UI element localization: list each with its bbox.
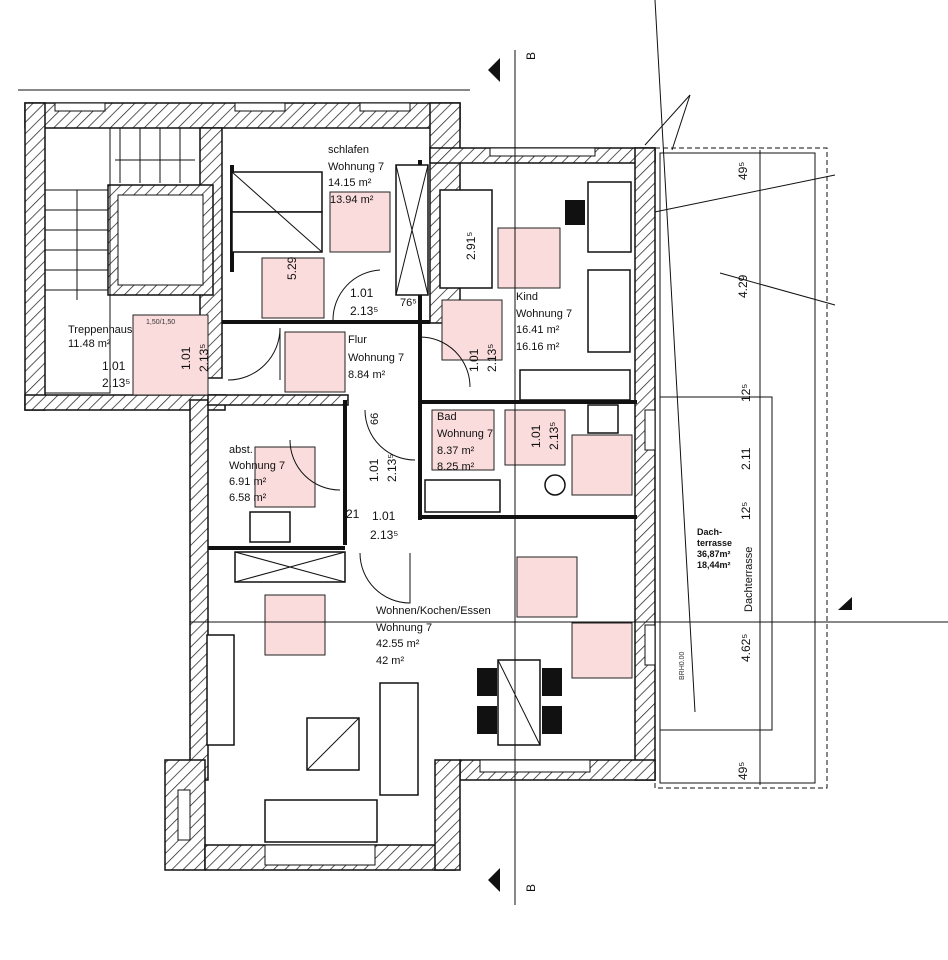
svg-text:1.01: 1.01	[529, 424, 543, 448]
svg-text:2.13⁵: 2.13⁵	[197, 344, 211, 372]
svg-text:Dach-: Dach-	[697, 527, 722, 537]
svg-text:49⁵: 49⁵	[736, 762, 750, 780]
room-abst: abst. Wohnung 7 6.91 m² 6.58 m²	[229, 444, 285, 504]
svg-text:1.01: 1.01	[179, 346, 193, 370]
terrace	[639, 0, 836, 789]
svg-text:6.91 m²: 6.91 m²	[229, 476, 267, 488]
highlight-areas	[132, 191, 633, 679]
svg-text:Wohnen/Kochen/Essen: Wohnen/Kochen/Essen	[376, 605, 491, 617]
svg-text:Wohnung 7: Wohnung 7	[376, 622, 432, 634]
svg-text:8.37 m²: 8.37 m²	[437, 445, 475, 457]
svg-text:42 m²: 42 m²	[376, 655, 404, 667]
svg-text:schlafen: schlafen	[328, 144, 369, 156]
furniture	[206, 164, 632, 843]
svg-text:2.13⁵: 2.13⁵	[485, 344, 499, 372]
room-wohnen: Wohnen/Kochen/Essen Wohnung 7 42.55 m² 4…	[376, 605, 491, 667]
svg-text:14.15 m²: 14.15 m²	[328, 177, 372, 189]
svg-text:Bad: Bad	[437, 411, 457, 423]
svg-text:1,50/1,50: 1,50/1,50	[146, 319, 175, 326]
room-bad: Bad Wohnung 7 8.37 m² 8.25 m² 1.01 2.13⁵	[437, 411, 561, 473]
svg-text:8.25 m²: 8.25 m²	[437, 461, 475, 473]
section-label-top: B	[524, 52, 538, 60]
door-swings	[227, 269, 471, 604]
svg-text:21: 21	[346, 507, 360, 521]
svg-text:2.91⁵: 2.91⁵	[464, 232, 478, 260]
svg-text:18,44m²: 18,44m²	[697, 560, 731, 570]
svg-text:abst.: abst.	[229, 444, 253, 456]
section-label-bottom: B	[524, 884, 538, 892]
room-kind: Kind Wohnung 7 16.41 m² 16.16 m² 2.91⁵ 1…	[464, 232, 572, 372]
svg-text:Treppenhaus: Treppenhaus	[68, 324, 133, 336]
svg-text:1.01: 1.01	[372, 509, 396, 523]
svg-text:76⁵: 76⁵	[400, 297, 417, 309]
svg-text:4.62⁵: 4.62⁵	[739, 634, 753, 662]
svg-text:Dachterrasse: Dachterrasse	[743, 547, 755, 612]
svg-text:1.01: 1.01	[367, 458, 381, 482]
svg-text:12⁵: 12⁵	[739, 502, 753, 520]
svg-text:Kind: Kind	[516, 291, 538, 303]
svg-text:1.01: 1.01	[102, 359, 126, 373]
svg-text:42.55 m²: 42.55 m²	[376, 638, 420, 650]
room-flur: Flur Wohnung 7 8.84 m² 66 1.01 2.13⁵ 21 …	[346, 334, 404, 542]
room-schlafen: schlafen Wohnung 7 14.15 m² 13.94 m² 5.2…	[285, 144, 417, 318]
svg-text:2.13⁵: 2.13⁵	[547, 422, 561, 450]
svg-text:2.13⁵: 2.13⁵	[102, 376, 130, 390]
walls	[24, 102, 656, 871]
svg-text:4.29: 4.29	[736, 274, 750, 298]
svg-text:16.41 m²: 16.41 m²	[516, 324, 560, 336]
svg-text:2.13⁵: 2.13⁵	[350, 304, 378, 318]
svg-text:terrasse: terrasse	[697, 538, 732, 548]
room-treppenhaus: Treppenhaus 11.48 m² 1,50/1,50 1.01 2.13…	[68, 319, 211, 390]
svg-text:Wohnung 7: Wohnung 7	[348, 352, 404, 364]
svg-text:2.13⁵: 2.13⁵	[385, 454, 399, 482]
svg-text:16.16 m²: 16.16 m²	[516, 341, 560, 353]
svg-text:66: 66	[369, 413, 381, 425]
svg-text:2.13⁵: 2.13⁵	[370, 528, 398, 542]
svg-text:12⁵: 12⁵	[739, 384, 753, 402]
svg-text:Wohnung 7: Wohnung 7	[437, 428, 493, 440]
svg-text:Wohnung 7: Wohnung 7	[516, 308, 572, 320]
svg-text:1.01: 1.01	[467, 348, 481, 372]
svg-text:36,87m²: 36,87m²	[697, 549, 731, 559]
svg-text:8.84 m²: 8.84 m²	[348, 369, 386, 381]
svg-text:Wohnung 7: Wohnung 7	[229, 460, 285, 472]
staircase	[44, 127, 195, 394]
svg-text:Flur: Flur	[348, 334, 367, 346]
svg-text:13.94 m²: 13.94 m²	[330, 194, 374, 206]
section-line-b: B B	[190, 50, 948, 905]
svg-text:11.48 m²: 11.48 m²	[68, 338, 111, 350]
svg-text:1.01: 1.01	[350, 286, 374, 300]
svg-text:BRH0.00: BRH0.00	[679, 651, 686, 680]
svg-text:6.58 m²: 6.58 m²	[229, 492, 267, 504]
room-dachterrasse: Dach- terrasse 36,87m² 18,44m² Dachterra…	[679, 162, 755, 780]
svg-text:Wohnung 7: Wohnung 7	[328, 161, 384, 173]
svg-text:5.29: 5.29	[285, 256, 299, 280]
svg-text:49⁵: 49⁵	[736, 162, 750, 180]
svg-text:2.11: 2.11	[739, 447, 753, 470]
